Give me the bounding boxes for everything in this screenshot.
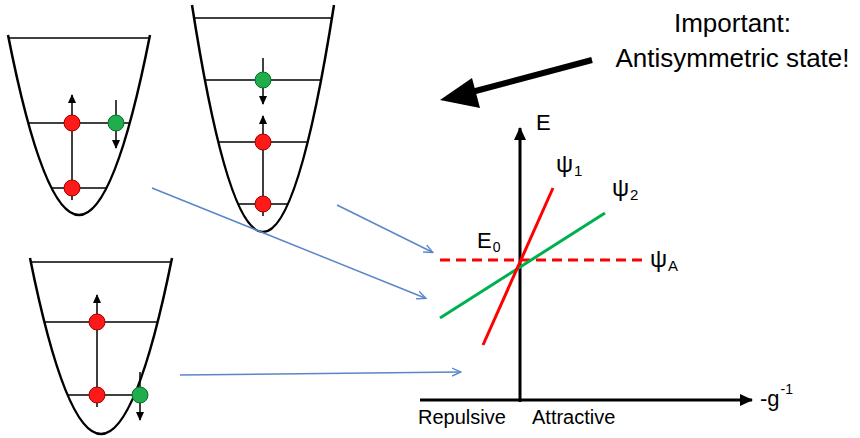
psi-1-line [483,188,553,345]
axis-label: -g [760,386,780,411]
state-label: ψ [650,245,667,273]
trap-potential [8,35,150,215]
energy-level [31,261,171,263]
green-atom [132,387,148,403]
pointer-arrow [337,205,432,252]
callout-note: Important: Antisymmetric state! [610,6,855,76]
axis-label: E [536,110,551,135]
red-atom [89,387,105,403]
pointer-arrow [152,188,425,298]
red-atom [255,134,271,150]
axis-superscript: -1 [781,381,793,397]
state-subscript: 1 [574,162,582,179]
psi-2-line [440,213,605,318]
energy-level [194,17,332,19]
red-atom [255,196,271,212]
state-subscript: A [668,257,678,274]
energy-subscript: 0 [493,239,501,255]
callout-arrowhead [440,78,480,108]
state-subscript: 2 [630,186,638,203]
green-atom [108,115,124,131]
energy-level [9,37,150,39]
green-atom [255,72,271,88]
trap-wells [8,5,334,434]
red-atom [89,314,105,330]
state-label: ψ [556,150,573,178]
pointer-arrow [180,372,460,375]
psi-a-line [440,259,642,262]
energy-label: E [477,228,492,253]
coupling-axis [420,399,752,402]
state-label: ψ [612,174,629,202]
trap-potential [192,5,334,232]
red-atom [64,115,80,131]
region-label: Repulsive [418,406,506,429]
callout-arrow [468,60,592,93]
trap-potential [30,258,172,434]
red-atom [64,180,80,196]
region-label: Attractive [532,406,615,429]
